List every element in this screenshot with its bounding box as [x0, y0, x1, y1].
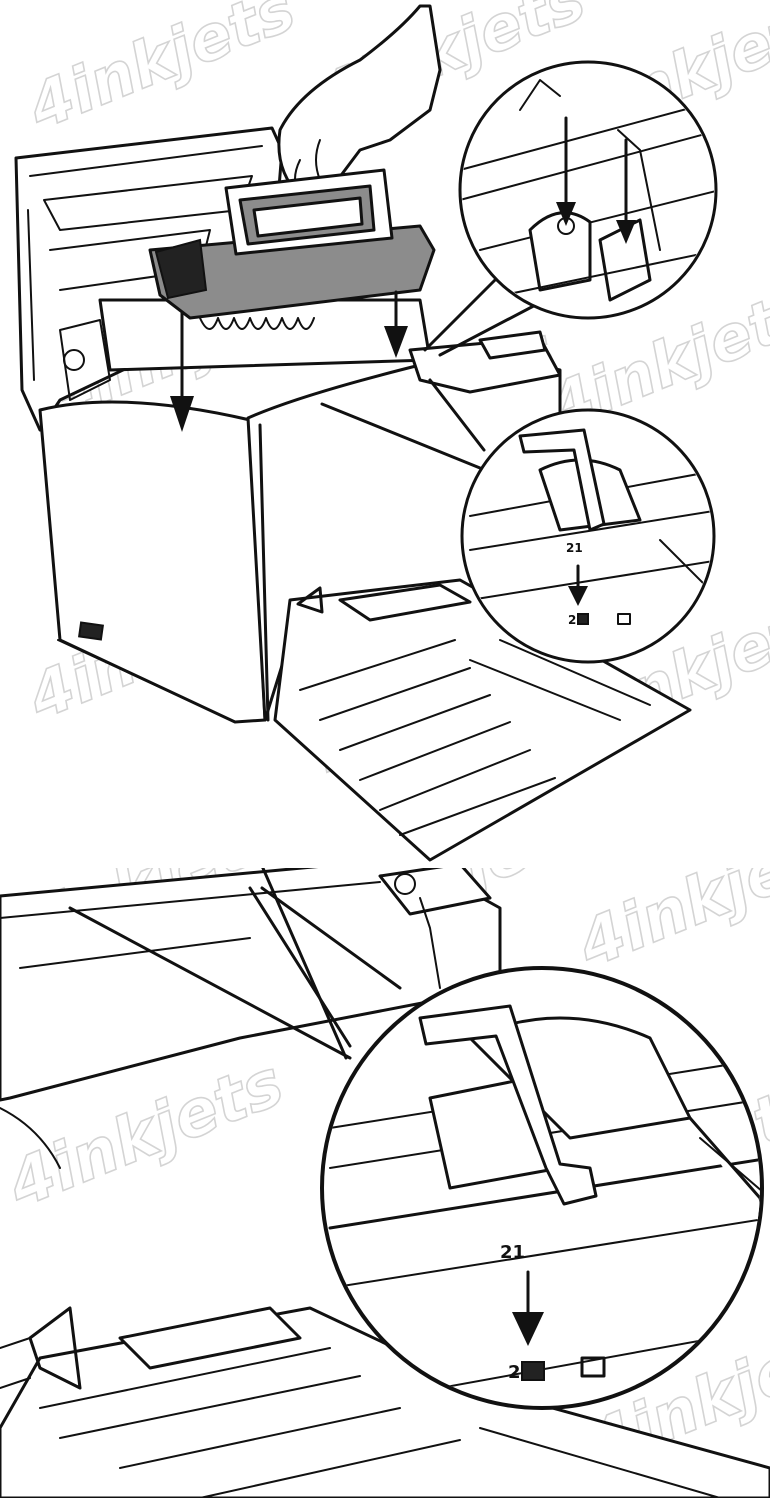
installation-overview-drawing: 4inkjets 4inkjets 4inkjets 4inkjets 4ink… [14, 0, 770, 862]
callout-beam [261, 868, 348, 1060]
lever-closeup-drawing: 4inkjets 4inkjets 4inkjets 4inkjets 4ink… [0, 868, 770, 1498]
callout-beam [260, 886, 402, 990]
slot-indicator-filled [577, 613, 589, 625]
slot-indicator-filled [521, 1361, 545, 1381]
watermark-text: 4inkjets [567, 868, 770, 983]
slot-indicator-empty [580, 1356, 606, 1378]
slot-mark-2: 2 [568, 613, 576, 627]
paper-output-tray [0, 1306, 770, 1498]
installation-overview-panel: 4inkjets 4inkjets 4inkjets 4inkjets 4ink… [14, 0, 770, 862]
lever-position-detail-callout: 21 2 [320, 966, 764, 1410]
guide-rail-detail-callout [458, 60, 718, 320]
toner-cartridge [148, 168, 436, 320]
slot-label: 21 [566, 541, 583, 555]
slot-indicator-empty [617, 613, 631, 625]
hand [277, 4, 442, 198]
insertion-arrows [170, 290, 408, 432]
printer-top-surface [0, 868, 502, 1169]
callout-beam [248, 886, 352, 1048]
watermark-text: 4inkjets [17, 0, 305, 144]
lever-closeup-panel: 4inkjets 4inkjets 4inkjets 4inkjets 4ink… [0, 868, 770, 1498]
power-switch-icon [78, 621, 104, 641]
slot-label: 21 [500, 1242, 525, 1263]
callout-beam [423, 268, 507, 352]
lever-position-detail-callout: 21 2 [460, 408, 716, 664]
callout-beam [438, 298, 547, 357]
callout-beam [68, 906, 352, 1060]
paper-output-tray [273, 578, 692, 862]
callout-beam [320, 402, 482, 470]
callout-beam [428, 378, 486, 452]
slot-mark-2: 2 [508, 1362, 521, 1383]
